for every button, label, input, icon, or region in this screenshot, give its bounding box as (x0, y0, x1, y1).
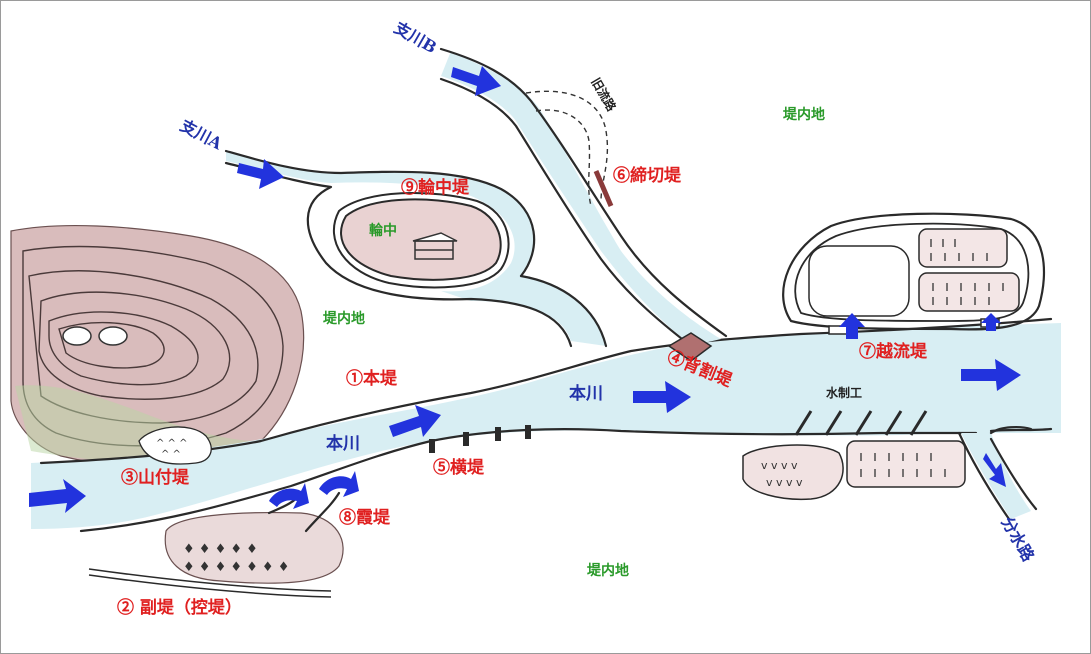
label-main-levee: ①本堤 (346, 368, 398, 389)
svg-text:♦ ♦ ♦ ♦ ♦: ♦ ♦ ♦ ♦ ♦ (183, 542, 258, 557)
farm-fields: v v v v v v v v (743, 441, 965, 499)
label-weir: 水制工 (826, 385, 862, 400)
label-inner-land-2: 堤内地 (783, 106, 825, 123)
label-overflow-levee: ⑦越流堤 (859, 341, 928, 362)
label-old-channel: 旧流路 (588, 75, 619, 115)
label-inner-land-3: 堤内地 (587, 562, 629, 579)
svg-text:v v v v: v v v v (766, 476, 803, 489)
label-kasumi-levee: ⑧霞堤 (339, 507, 391, 528)
label-sub-levee: ② 副堤（控堤） (117, 597, 242, 618)
label-tributary-a: 支川A (176, 115, 226, 153)
label-cross-levee: ⑤横堤 (433, 457, 485, 478)
label-cutoff-levee: ⑥締切堤 (613, 165, 682, 186)
label-inner-land-1: 堤内地 (323, 310, 365, 327)
svg-text:v v v v: v v v v (761, 459, 798, 472)
label-ring-levee: ⑨輪中堤 (401, 177, 470, 198)
label-tributary-b: 支川B (390, 18, 440, 58)
label-mountain-levee: ③山付堤 (121, 467, 190, 488)
svg-text:♦ ♦ ♦ ♦ ♦ ♦ ♦: ♦ ♦ ♦ ♦ ♦ ♦ ♦ (183, 560, 289, 575)
label-main-river-1: 本川 (326, 433, 360, 454)
svg-text:^ ^: ^ ^ (161, 449, 181, 460)
svg-text:^ ^ ^: ^ ^ ^ (156, 438, 188, 449)
retention-basin (783, 214, 1044, 334)
label-main-river-2: 本川 (569, 383, 603, 404)
label-diversion: 分水路 (998, 514, 1039, 566)
label-wajuu: 輪中 (369, 222, 397, 239)
